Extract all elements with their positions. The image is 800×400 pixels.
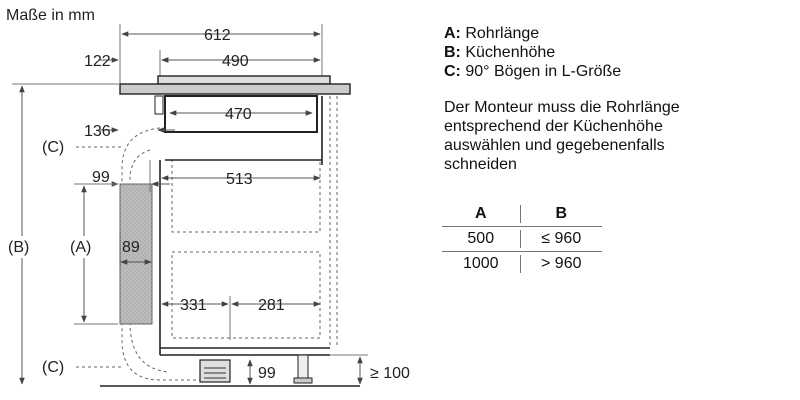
dim-a-label: (A) [70,239,91,256]
drawer-clip [154,95,164,115]
dim-100-label: ≥ 100 [370,365,410,382]
table-header: A B [442,202,602,227]
dim-612-label: 612 [204,27,231,44]
countertop [119,83,351,95]
note-line-1: Der Monteur muss die Rohrlänge [444,99,680,116]
dim-490-label: 490 [222,53,249,70]
dim-a-label-bg [68,236,100,258]
vent-slats [204,367,226,379]
table-cell: 1000 [442,255,521,273]
dim-b-label-bg [6,236,38,258]
dim-89-label: 89 [122,239,140,256]
dim-513-label: 513 [226,171,253,188]
table-cell: ≤ 960 [541,230,582,247]
cabinet-foot [297,354,309,380]
callout-c-top: (C) [42,139,64,156]
dim-136-label: 136 [84,123,111,140]
dim-470-label: 470 [225,106,252,123]
table-header-b: B [555,205,568,222]
dim-122-label: 122 [84,53,111,70]
unit-label: Maße in mm [6,7,95,24]
cabinet-foot-base [293,377,313,384]
length-table: A B 500 ≤ 960 1000 > 960 [442,202,602,276]
hob-glass [157,75,331,85]
cabinet-drawer-2 [171,251,321,339]
installer-note: Der Monteur muss die Rohrlänge entsprech… [444,98,680,174]
fan-unit [164,95,318,133]
note-line-2: entsprechend der Küchenhöhe [444,118,663,135]
callout-c-bottom: (C) [42,359,64,376]
legend-item-a: A: Rohrlänge [444,25,540,42]
note-line-4: schneiden [444,156,517,173]
duct-bend-bottom-inner [129,321,169,373]
duct-bend-top-inner [129,149,151,181]
legend: A: Rohrlänge B: Küchenhöhe C: 90° Bögen … [444,24,621,81]
note-line-3: auswählen und gegebenenfalls [444,137,665,154]
table-cell: > 960 [541,255,582,272]
pipe-length-shaded [119,183,153,325]
table-row: 500 ≤ 960 [442,227,602,252]
dim-331-label: 331 [180,297,207,314]
dim-99-bottom-label: 99 [258,365,276,382]
table-header-a: A [442,205,521,223]
table-row: 1000 > 960 [442,252,602,276]
legend-item-c: C: 90° Bögen in L-Größe [444,63,622,80]
table-cell: 500 [442,230,521,248]
dim-281-label: 281 [258,297,285,314]
plinth-vent [199,359,231,383]
legend-item-b: B: Küchenhöhe [444,44,556,61]
dim-b-label: (B) [8,239,29,256]
dim-99-top-label: 99 [92,169,110,186]
